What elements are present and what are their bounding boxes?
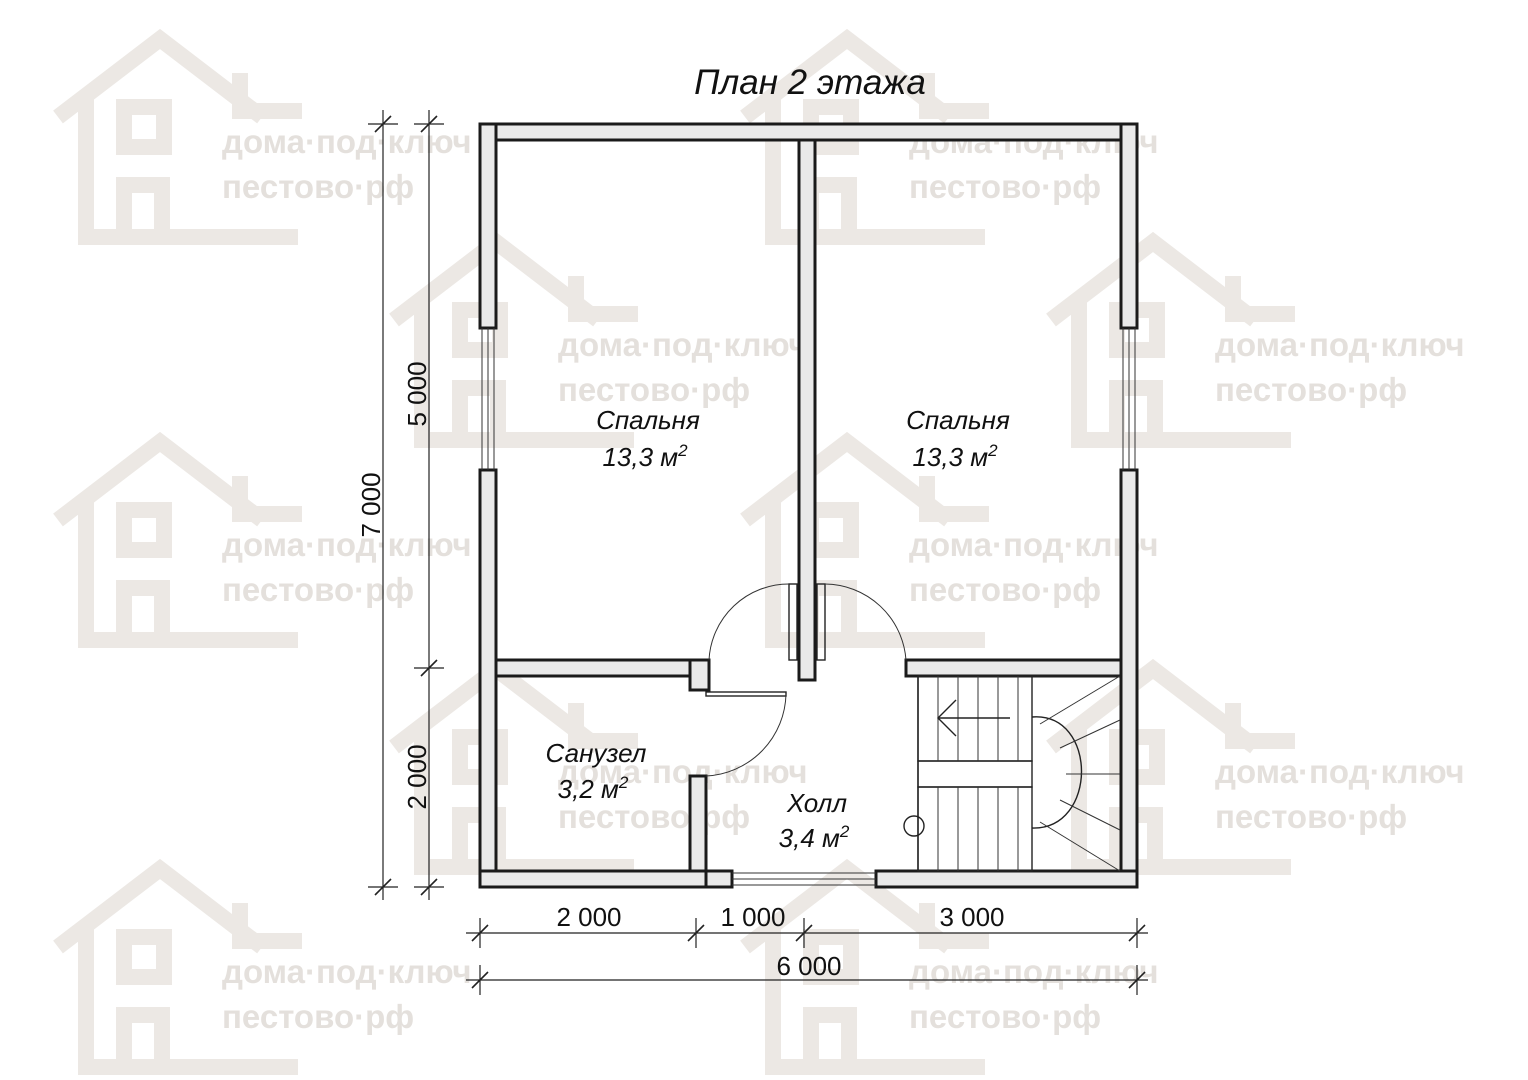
dimension-left-segments: 5 000 2 000 [402,110,444,900]
room-name: Санузел [546,738,647,768]
watermark-tile: дома·под·ключ пестово·рф [1051,242,1465,440]
watermark-line1: дома·под·ключ [222,123,472,160]
watermark-line2: пестово·рф [222,571,414,608]
wall-left-upper [478,122,498,330]
wall-top [478,122,1139,142]
watermark-line2: пестово·рф [909,998,1101,1035]
room-name: Спальня [596,405,700,435]
watermark-line1: дома·под·ключ [558,326,808,363]
door-bedroom-left [708,583,798,661]
room-area: 3,2 м2 [558,773,629,804]
dim-bottom-3: 3 000 [939,902,1004,932]
dimension-left-total: 7 000 [356,110,398,900]
wall-door-jamb [688,658,711,692]
wall-partition-right [904,658,1123,678]
wall-partition-center [797,138,817,682]
watermark-line2: пестово·рф [1215,798,1407,835]
plan-title: План 2 этажа [694,63,926,102]
watermark-line2: пестово·рф [558,371,750,408]
room-bedroom-right: Спальня 13,3 м2 [906,405,1010,472]
watermark-line2: пестово·рф [1215,371,1407,408]
watermark-line1: дома·под·ключ [1215,753,1465,790]
watermark-tile: дома·под·ключ пестово·рф [58,869,472,1067]
window-left [481,328,495,470]
dim-left-total: 7 000 [356,472,386,537]
watermark-line1: дома·под·ключ [909,953,1159,990]
windows [481,328,1136,886]
watermark-line1: дома·под·ключ [222,526,472,563]
watermark-tile: дома·под·ключ пестово·рф [58,442,472,640]
room-area: 3,4 м2 [779,822,850,853]
room-bathroom: Санузел 3,2 м2 [546,738,647,804]
staircase [903,675,1121,872]
watermark-tile: дома·под·ключ пестово·рф [745,869,1159,1067]
door-bathroom [705,691,787,777]
doors [705,583,907,777]
watermark-line1: дома·под·ключ [1215,326,1465,363]
room-name: Холл [786,788,847,818]
dim-left-2: 2 000 [402,744,432,809]
watermark-tile: дома·под·ключ пестово·рф [394,242,808,440]
room-area: 13,3 м2 [602,441,688,472]
wall-bathroom-foot [704,869,734,889]
dim-bottom-1: 2 000 [556,902,621,932]
room-area: 13,3 м2 [912,441,998,472]
stair-start-marker [903,815,925,837]
room-bedroom-left: Спальня 13,3 м2 [596,405,700,472]
watermark-line1: дома·под·ключ [222,953,472,990]
wall-right-lower [1119,468,1139,889]
window-right [1122,328,1136,470]
wall-left-lower [478,468,498,889]
watermark-tile: дома·под·ключ пестово·рф [58,39,472,237]
wall-bathroom [688,774,708,873]
wall-bottom-left [478,869,734,889]
dimension-bottom-total: 6 000 [466,951,1148,995]
dim-bottom-2: 1 000 [720,902,785,932]
window-bottom [732,872,876,886]
watermark-line1: дома·под·ключ [909,526,1159,563]
watermark-line2: пестово·рф [909,168,1101,205]
wall-bottom-right [874,869,1139,889]
watermark-layer: дома·под·ключ пестово·рф дома·под·ключ п… [58,39,1465,1067]
door-bedroom-right [816,583,907,661]
dim-left-1: 5 000 [402,361,432,426]
wall-right-upper [1119,122,1139,330]
watermark-line1: дома·под·ключ [558,753,808,790]
watermark-line2: пестово·рф [222,998,414,1035]
dimension-bottom-segments: 2 000 1 000 3 000 [466,902,1148,948]
watermark-line2: пестово·рф [558,798,750,835]
wall-partition-left [494,658,711,678]
room-hall: Холл 3,4 м2 [779,788,850,853]
dim-bottom-total: 6 000 [776,951,841,981]
watermark-line2: пестово·рф [222,168,414,205]
watermark-line2: пестово·рф [909,571,1101,608]
watermark-tile: дома·под·ключ пестово·рф [745,442,1159,640]
watermark-tile: дома·под·ключ пестово·рф [394,669,808,867]
room-name: Спальня [906,405,1010,435]
watermark-tile: дома·под·ключ пестово·рф [1051,669,1465,867]
